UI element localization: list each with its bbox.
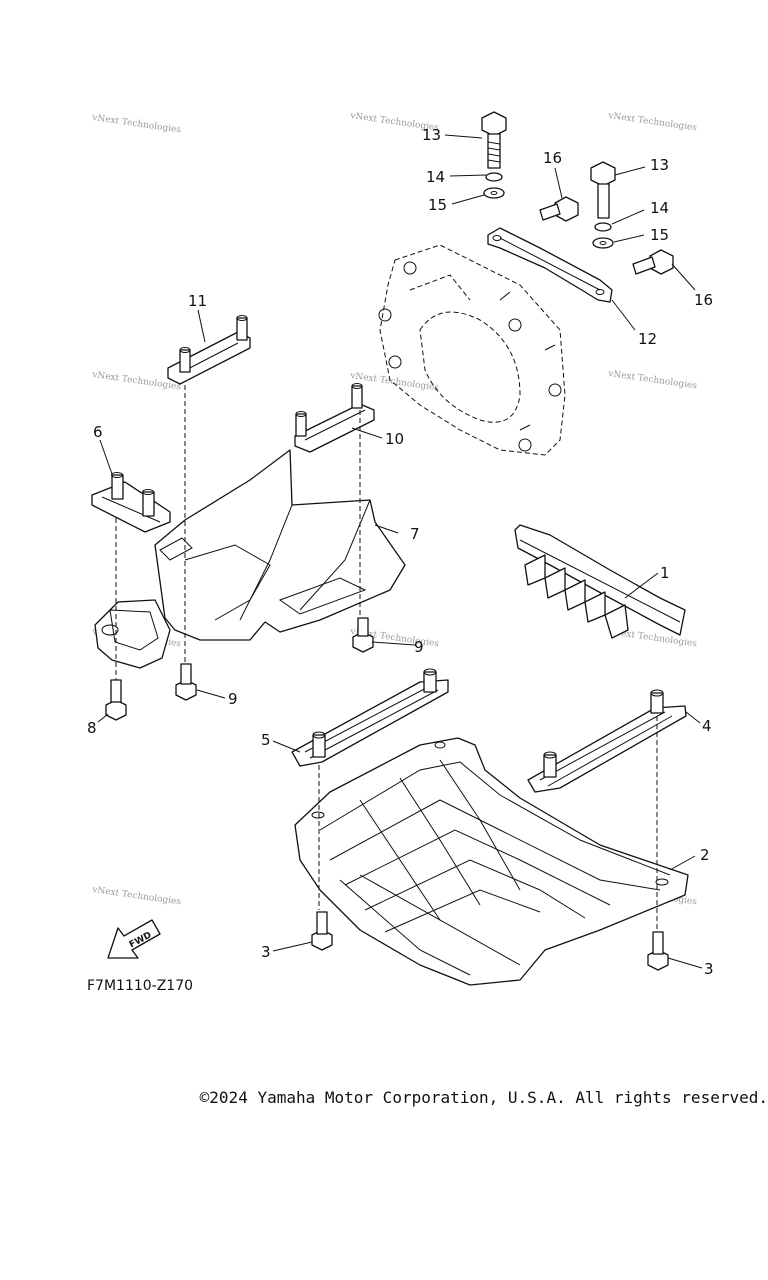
callout-3: 3 <box>704 960 714 978</box>
callout-1: 1 <box>660 564 670 582</box>
callout-11: 11 <box>188 292 207 310</box>
part-2-grate <box>294 737 689 986</box>
part-4-rail <box>527 689 687 793</box>
part-11-mount <box>167 315 251 385</box>
alignment-lines <box>115 385 658 930</box>
callout-14: 14 <box>426 168 445 186</box>
callout-9: 9 <box>414 638 424 656</box>
callout-16: 16 <box>543 149 562 167</box>
engine-housing <box>378 244 566 456</box>
part-14-15-washers <box>483 172 614 249</box>
copyright-notice: ©2024 Yamaha Motor Corporation, U.S.A. A… <box>199 1088 768 1107</box>
leader-lines <box>97 134 703 969</box>
part-10-mount <box>294 383 375 453</box>
callout-labels: 1 2 3 3 4 5 6 7 8 9 9 10 11 12 13 13 14 … <box>87 126 714 978</box>
callout-14: 14 <box>650 199 669 217</box>
watermark: vNext Technologies <box>91 885 182 908</box>
part-7-housing <box>154 449 406 641</box>
part-12-bracket <box>487 227 613 303</box>
callout-13: 13 <box>422 126 441 144</box>
callout-7: 7 <box>410 525 420 543</box>
callout-6: 6 <box>93 423 103 441</box>
callout-13: 13 <box>650 156 669 174</box>
part-13-bolts <box>481 111 616 219</box>
callout-15: 15 <box>428 196 447 214</box>
watermark: vNext Technologies <box>91 113 182 136</box>
part-16-bolts <box>539 196 674 275</box>
callout-4: 4 <box>702 717 712 735</box>
callout-9: 9 <box>228 690 238 708</box>
fwd-arrow-icon: FWD <box>107 919 161 959</box>
callout-2: 2 <box>700 846 710 864</box>
callout-12: 12 <box>638 330 657 348</box>
part-5-rail <box>291 668 449 767</box>
callout-16: 16 <box>694 291 713 309</box>
figure-code: F7M1110-Z170 <box>87 978 193 994</box>
callout-8: 8 <box>87 719 97 737</box>
callout-5: 5 <box>261 731 271 749</box>
watermark: vNext Technologies <box>607 369 698 392</box>
watermark: vNext Technologies <box>607 111 698 134</box>
callout-15: 15 <box>650 226 669 244</box>
part-1-trim <box>514 524 686 639</box>
part-6-mount <box>91 472 171 533</box>
small-bolts <box>105 617 669 971</box>
callout-10: 10 <box>385 430 404 448</box>
callout-3: 3 <box>261 943 271 961</box>
nozzle-assembly <box>94 599 171 669</box>
